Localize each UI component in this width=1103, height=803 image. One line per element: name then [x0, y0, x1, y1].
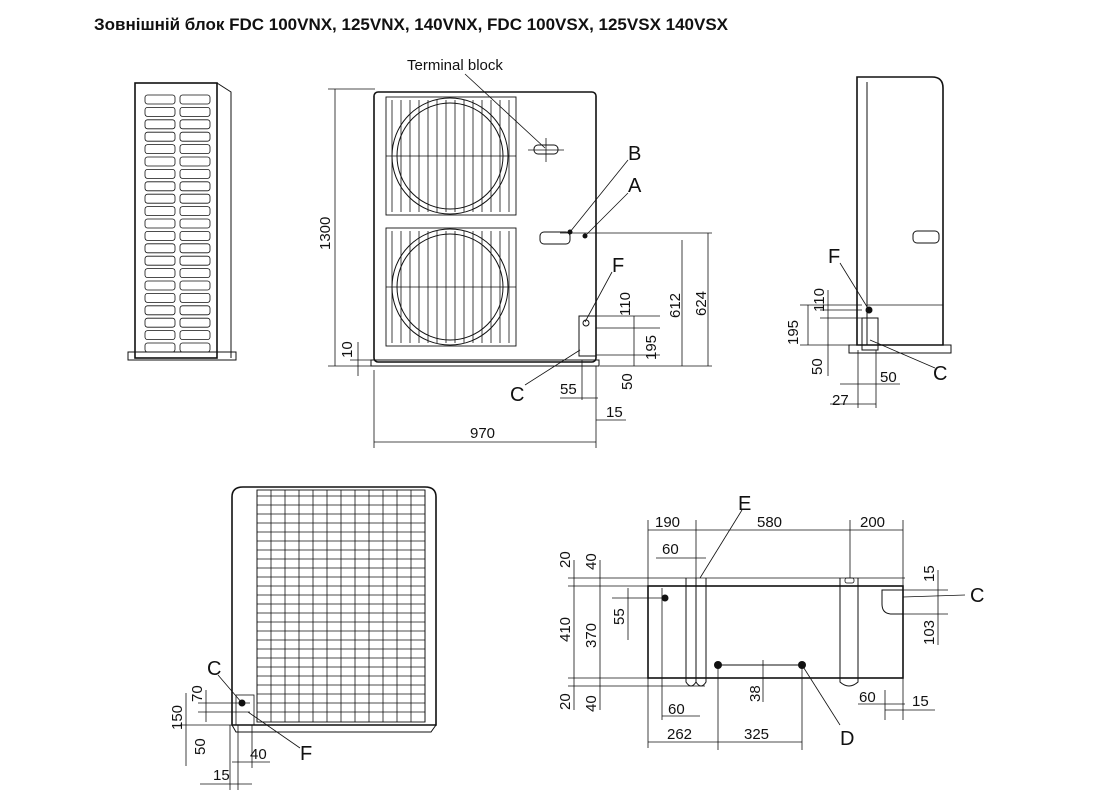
dim-60-right: 60: [859, 689, 876, 706]
dim-27: 27: [832, 392, 849, 409]
left-grille-view: [127, 82, 237, 361]
dim-15-right-h: 15: [921, 565, 938, 582]
dim-50-front: 50: [619, 373, 636, 390]
dim-103: 103: [921, 620, 938, 645]
dim-15-right: 15: [912, 693, 929, 710]
dim-40-bottom: 40: [583, 695, 600, 712]
handle-a: [539, 231, 571, 245]
dim-50-back: 50: [192, 738, 209, 755]
label-a: A: [628, 175, 642, 197]
label-e: E: [738, 493, 751, 515]
label-c-base: C: [970, 585, 984, 607]
dim-262: 262: [667, 726, 692, 743]
dim-60-top: 60: [662, 541, 679, 558]
dim-70: 70: [189, 685, 206, 702]
dim-1300: 1300: [317, 217, 334, 250]
label-f-back: F: [300, 743, 312, 765]
dim-10: 10: [339, 341, 356, 358]
dim-50-side: 50: [809, 358, 826, 375]
label-c-back: C: [207, 658, 221, 680]
label-b: B: [628, 143, 641, 165]
dim-20-top: 20: [557, 551, 574, 568]
dim-38: 38: [747, 685, 764, 702]
dim-190: 190: [655, 514, 680, 531]
dim-612: 612: [667, 293, 684, 318]
dim-150: 150: [169, 705, 186, 730]
page-title: Зовнішній блок FDC 100VNX, 125VNX, 140VN…: [94, 15, 729, 34]
dim-410: 410: [557, 617, 574, 642]
dim-325: 325: [744, 726, 769, 743]
dim-15-front: 15: [606, 404, 623, 421]
front-view: [328, 73, 712, 448]
dim-55-base: 55: [611, 608, 628, 625]
dim-110-side: 110: [811, 288, 828, 312]
dim-60-bottom: 60: [668, 701, 685, 718]
dim-195-front: 195: [643, 335, 660, 360]
label-c-side: C: [933, 363, 947, 385]
label-c-front: C: [510, 384, 524, 406]
terminal-block-label: Terminal block: [407, 57, 503, 74]
dim-370: 370: [583, 623, 600, 648]
side-outlet: [861, 317, 879, 351]
side-view: [800, 76, 952, 408]
dim-624: 624: [693, 291, 710, 316]
label-f-side: F: [828, 246, 840, 268]
dim-110-front: 110: [617, 292, 634, 316]
foot-left: [685, 578, 697, 687]
dim-55: 55: [560, 381, 577, 398]
base-view: [568, 509, 966, 750]
outlet-c-base: [881, 589, 904, 615]
dim-40-back: 40: [250, 746, 267, 763]
dim-50-side-w: 50: [880, 369, 897, 386]
pipe-outlet-front: [578, 315, 597, 357]
dim-580: 580: [757, 514, 782, 531]
dim-40-top: 40: [583, 553, 600, 570]
back-view: [180, 486, 437, 790]
label-f-front: F: [612, 255, 624, 277]
dim-20-bottom: 20: [557, 693, 574, 710]
dim-15-back: 15: [213, 767, 230, 784]
dim-970: 970: [470, 425, 495, 442]
dim-195-side: 195: [785, 320, 802, 345]
label-d: D: [840, 728, 854, 750]
side-handle: [912, 230, 940, 244]
dim-200: 200: [860, 514, 885, 531]
foot-right: [839, 578, 859, 687]
